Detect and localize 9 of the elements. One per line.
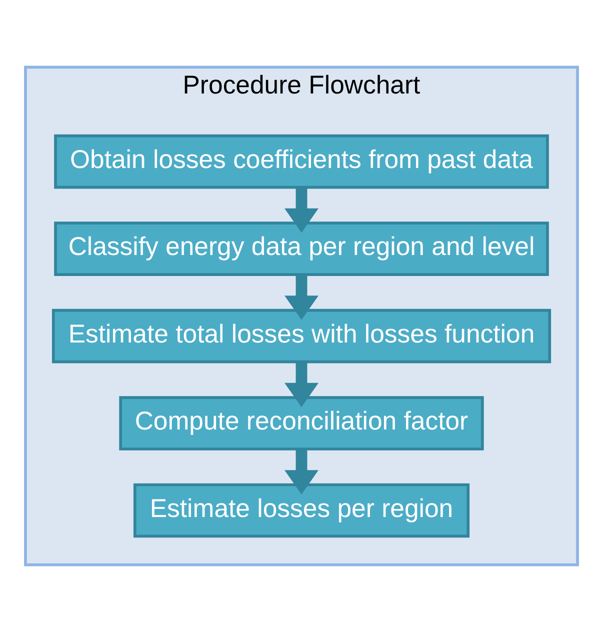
arrow xyxy=(284,362,318,408)
node-box: Estimate losses per region xyxy=(133,483,470,538)
node-box: Estimate total losses with losses function xyxy=(52,308,552,364)
node-box: Classify energy data per region and level xyxy=(54,222,549,276)
node-box: Compute reconciliation factor xyxy=(119,396,484,450)
node-box: Obtain losses coefficients from past data xyxy=(54,134,549,189)
arrow xyxy=(284,274,318,320)
arrow xyxy=(284,187,318,233)
arrow xyxy=(284,449,318,494)
